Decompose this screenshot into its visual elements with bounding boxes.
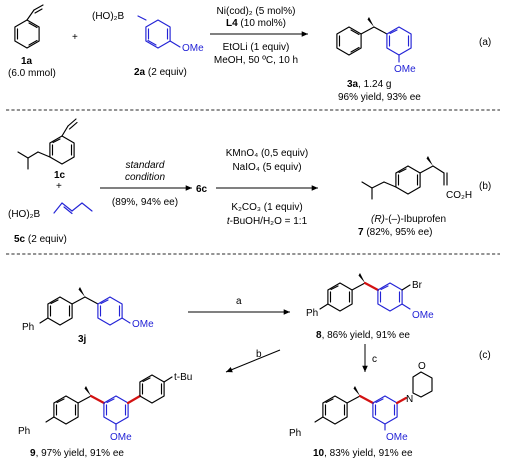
svg-text:7 (82%, 95% ee): 7 (82%, 95% ee) (358, 227, 433, 238)
carboxylic-acid-label: CO₂H (446, 190, 472, 201)
ligand-label: L4 (226, 18, 238, 29)
phenyl-label-10: Ph (289, 428, 301, 439)
svg-text:10, 83% yield, 91% ee: 10, 83% yield, 91% ee (313, 448, 413, 459)
tert-prefix: t (227, 216, 231, 227)
nitrogen-label: N (406, 394, 413, 405)
phenyl-label-3j: Ph (22, 322, 34, 333)
tert-butyl-label: t-Bu (174, 372, 192, 383)
methoxy-label-8: OMe (412, 310, 434, 321)
compound-9-label: 9 (30, 448, 36, 459)
compound-8-structure (319, 273, 411, 312)
compound-9-structure (45, 374, 173, 431)
svg-text:3a, 1.24 g: 3a, 1.24 g (347, 79, 391, 90)
stereo-descriptor: (R) (371, 214, 385, 225)
compound-1c-label: 1c (54, 170, 66, 181)
product-3a-structure (336, 17, 412, 63)
methoxy-label-3j: OMe (132, 319, 154, 330)
compound-5c-amount: (2 equiv) (25, 234, 67, 245)
svg-text:5c (2 equiv): 5c (2 equiv) (14, 234, 67, 245)
compound-9-result: , 97% yield, 91% ee (36, 448, 125, 459)
oxidation-reagent-1: KMnO₄ (0,5 equiv) (226, 148, 308, 159)
product-7-label: 7 (358, 227, 364, 238)
standard-condition-line1: standard (126, 160, 165, 171)
ibuprofen-name: -(–)-Ibuprofen (385, 214, 446, 225)
methoxy-label: OMe (182, 43, 204, 54)
methoxy-label-9: OMe (110, 432, 132, 443)
methoxy-label-10: OMe (386, 432, 408, 443)
boronic-acid-label: (HO)₂B (92, 11, 125, 22)
oxidation-solvent: -BuOH/H₂O = 1:1 (230, 216, 308, 227)
compound-10-result: , 83% yield, 91% ee (324, 448, 413, 459)
svg-text:L4 (10 mol%): L4 (10 mol%) (226, 18, 286, 29)
svg-text:2a (2 equiv): 2a (2 equiv) (134, 67, 187, 78)
section-b-tag: (b) (479, 181, 491, 192)
compound-1a-amount: (6.0 mmol) (8, 68, 56, 79)
product-3a-amount: , 1.24 g (358, 79, 391, 90)
product-3a-methoxy: OMe (394, 64, 416, 75)
svg-text:(R)-(–)-Ibuprofen: (R)-(–)-Ibuprofen (371, 214, 446, 225)
compound-2a-label: 2a (134, 67, 146, 78)
aryl-boronic-acid-2a-structure (137, 15, 181, 49)
standard-condition-line2: condition (125, 172, 165, 183)
compound-2a-amount: (2 equiv) (148, 67, 187, 78)
styrene-1a-structure (14, 4, 44, 49)
bromo-label: Br (412, 280, 423, 291)
compound-3j-structure (39, 287, 131, 326)
oxidation-reagent-2: NaIO₄ (5 equiv) (232, 162, 301, 173)
styrene-1c-structure (17, 118, 78, 170)
compound-8-label: 8 (316, 330, 322, 341)
condition-solvent: MeOH, 50 ºC, 10 h (214, 55, 298, 66)
compound-10-label: 10 (313, 448, 325, 459)
product-3a-result: 96% yield, 93% ee (338, 92, 421, 103)
condition-catalyst: Ni(cod)₂ (5 mol%) (217, 6, 296, 17)
compound-1a-label: 1a (21, 56, 33, 67)
step-a-label: a (236, 296, 242, 307)
section-a-tag: (a) (479, 37, 491, 48)
compound-3j-label: 3j (78, 334, 87, 345)
svg-text:t-BuOH/H₂O = 1:1: t-BuOH/H₂O = 1:1 (227, 216, 308, 227)
alkenyl-boronic-acid-5c-structure (53, 202, 93, 215)
intermediate-6c-label: 6c (196, 184, 208, 195)
section-c-tag: (c) (479, 350, 491, 361)
plus-sign-b: + (56, 181, 62, 192)
reaction-arrow-step-b (225, 349, 281, 373)
plus-sign: + (72, 32, 78, 43)
phenyl-label-9: Ph (18, 426, 30, 437)
condition-base: EtOLi (1 equiv) (223, 42, 290, 53)
phenyl-label-8: Ph (306, 308, 318, 319)
svg-text:8, 86% yield, 91% ee: 8, 86% yield, 91% ee (316, 330, 410, 341)
condition-ligand-loading: (10 mol%) (238, 18, 286, 29)
alkenyl-boronic-acid-label: (HO)₂B (8, 209, 41, 220)
standard-condition-result: (89%, 94% ee) (112, 197, 178, 208)
compound-8-result: , 86% yield, 91% ee (322, 330, 411, 341)
step-b-label: b (256, 349, 262, 360)
oxidation-base: K₂CO₃ (1 equiv) (231, 202, 302, 213)
product-3a-label: 3a (347, 79, 359, 90)
ibuprofen-7-structure (361, 156, 448, 200)
step-c-label: c (372, 354, 377, 365)
svg-text:9, 97% yield, 91% ee: 9, 97% yield, 91% ee (30, 448, 124, 459)
product-7-result: (82%, 95% ee) (364, 227, 433, 238)
oxygen-label: O (418, 361, 426, 372)
compound-10-structure (314, 371, 433, 431)
compound-5c-label: 5c (14, 234, 26, 245)
